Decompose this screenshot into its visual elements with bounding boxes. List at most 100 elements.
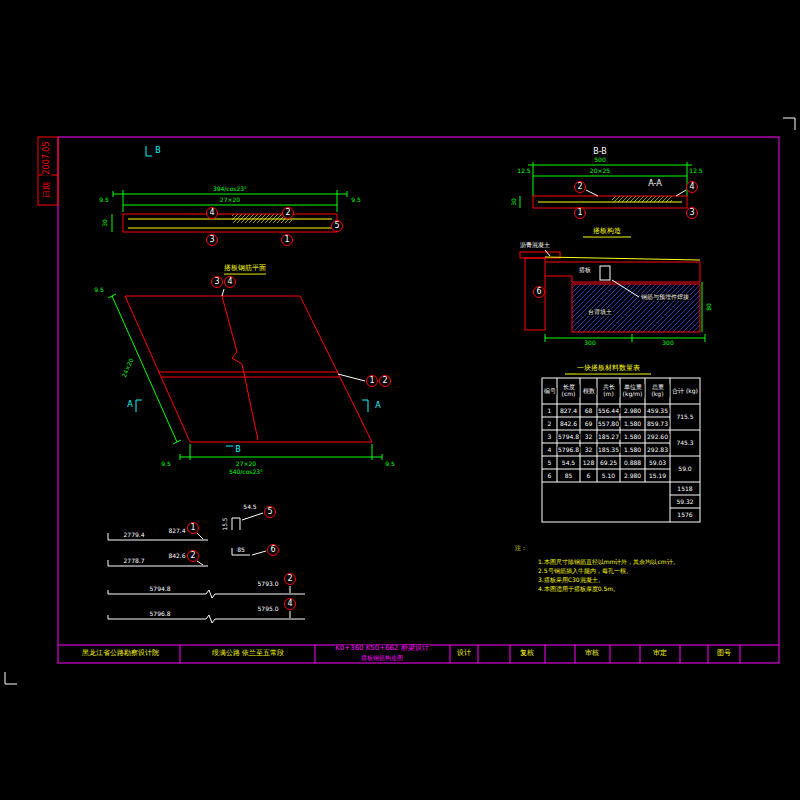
drawing-label: 459.35 [646,407,669,414]
drawing-label: 合计 (kg) [671,388,699,395]
drawing-label: 80 [706,302,713,312]
callout-circle: 5 [264,506,276,518]
callout-number: 4 [227,278,232,286]
slab-structure [612,280,639,297]
drawing-label: 5794.8 [149,586,172,593]
plan-view [180,454,181,460]
plan-view [136,400,142,412]
sheet-frame [478,645,479,663]
drawing-label: 12.5 [688,168,703,175]
drawing-label: 20×25 [589,168,611,175]
drawing-label: 1576 [676,512,693,519]
drawing-label: 30 [102,218,109,228]
callout-number: 1 [369,377,374,385]
slab-structure [545,257,700,260]
quantity-table [542,430,700,431]
slab-structure [545,334,546,342]
drawing-label: 2779.4 [123,532,146,539]
drawing-label: 394/cos23° [212,186,248,193]
drawing-label: 185.35 [597,446,620,453]
callout-number: 1 [577,209,582,217]
drawing-label: 5 [547,459,553,466]
plan-view [372,444,373,460]
drawing-label: 85 [236,547,246,554]
drawing-label: 搭板构造 [592,228,622,236]
drawing-label: 4 [547,446,553,453]
plan-view [108,294,116,298]
quantity-table [565,374,651,375]
elevation-view [337,190,338,212]
callout-circle: 2 [282,207,294,219]
elevation-view [112,190,347,232]
drawing-label: A-A [647,180,662,189]
drawing-label: K0+360 K50+662 桥梁设计 [334,645,429,653]
drawing-label: 单位重 (kg/m) [621,384,644,397]
callout-circle: 4 [224,276,236,288]
plan-view [108,146,382,460]
drawing-label: 钢筋与预埋件焊接 [640,294,690,301]
drawing-label: 总重 (kg) [646,384,669,397]
bar-shapes [108,590,305,598]
drawing-label: 2.5号钢筋插入牛腿内，每孔一根。 [537,568,633,575]
section-view [533,162,534,196]
drawing-label: 54.5 [242,504,257,511]
drawing-label: 15.19 [648,472,667,479]
drawing-label: 2007.05 [43,140,52,175]
drawing-label: 27×20 [235,461,257,468]
callout-number: 1 [284,236,289,244]
plan-view [190,444,191,460]
drawing-label: 6 [547,472,553,479]
callout-circle: 3 [206,234,218,246]
callout-circle: 3 [686,207,698,219]
drawing-label: 300 [583,340,596,347]
drawing-label: 9.5 [93,287,105,294]
slab-structure [583,237,631,238]
callout-circle: 1 [281,234,293,246]
slab-structure [545,250,550,256]
plan-view [125,296,372,442]
drawing-label: 32 [584,446,594,453]
plan-view [226,446,233,447]
drawing-label: 27×20 [219,197,241,204]
quantity-table [542,482,700,483]
drawing-label: 图号 [716,650,732,658]
elevation-view [128,228,332,229]
quantity-table [670,508,700,509]
drawing-label: 59.32 [675,498,694,505]
drawing-label: 日期 [43,181,52,199]
plan-view [338,374,365,381]
callout-circle: 4 [284,598,296,610]
elevation-view [347,191,348,197]
slab-structure [545,262,700,282]
section-view [533,176,687,177]
drawing-label: B-B [592,148,608,157]
drawing-label: 842.6 [559,420,578,427]
drawing-label: 5796.8 [149,611,172,618]
sheet-frame [545,645,546,663]
drawing-label: 69.25 [599,459,618,466]
drawing-label: 85 [564,472,574,479]
drawing-label: 绥满公路 依兰至五常段 [211,650,285,658]
elevation-view [128,219,332,220]
plan-view [173,440,181,444]
drawing-label: 一块搭板材料数量表 [576,365,641,373]
plan-view [112,296,177,442]
bar-shapes [290,586,291,593]
slab-structure [520,237,705,342]
slab-structure [545,338,705,339]
callout-number: 5 [334,222,339,230]
drawing-label: 859.73 [646,420,669,427]
bar-shapes [232,518,240,530]
callout-circle: 5 [331,220,343,232]
drawing-label: 128 [582,459,595,466]
drawing-label: 台背填土 [587,309,613,316]
drawing-label: 9.5 [384,461,396,468]
drawing-label: 300 [661,340,674,347]
drawing-label: A [374,402,381,411]
callout-circle: 1 [187,522,199,534]
sheet-frame [740,645,741,663]
drawing-label: 搭板钢筋构造图 [360,655,404,662]
quantity-table [542,456,700,457]
drawing-label: 5.10 [601,472,616,479]
